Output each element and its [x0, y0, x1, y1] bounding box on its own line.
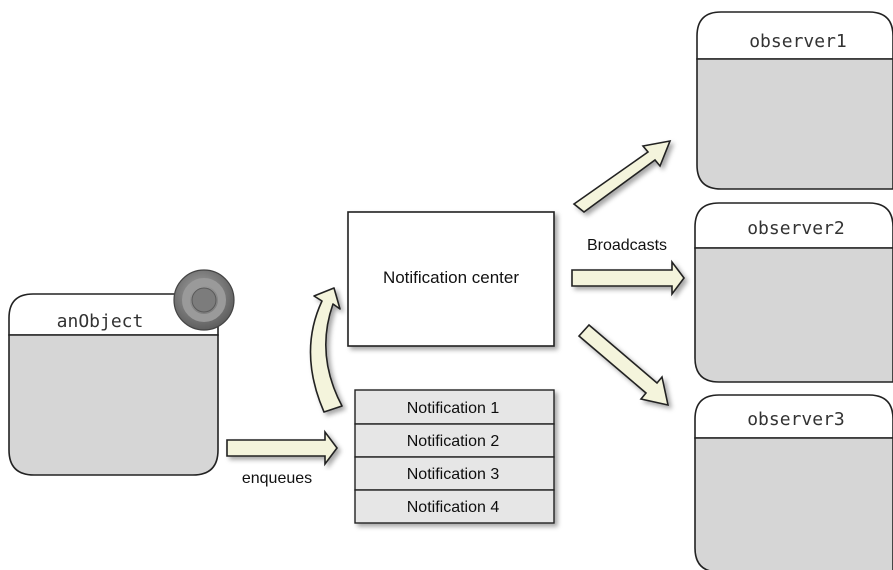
notification-queue: Notification 1 Notification 2 Notificati…: [354, 389, 555, 524]
queue-item-label: Notification 4: [407, 499, 500, 516]
broadcasts-label: Broadcasts: [587, 237, 667, 254]
notification-center-label: Notification center: [383, 268, 519, 287]
queue-item: Notification 1: [354, 389, 555, 425]
object-badge-icon: [173, 269, 235, 331]
anobject-label: anObject: [57, 311, 144, 332]
notification-center-box: Notification center: [347, 211, 555, 347]
observer1-box: observer1: [696, 11, 893, 190]
broadcast-arrow-observer3-icon: [577, 323, 670, 407]
queue-item-label: Notification 3: [407, 466, 500, 483]
observer1-label: observer1: [749, 31, 847, 52]
queue-item-label: Notification 2: [407, 433, 500, 450]
broadcast-arrow-observer1-shape: [572, 139, 672, 214]
observer2-label: observer2: [747, 218, 845, 239]
queue-item-label: Notification 1: [407, 400, 500, 417]
enqueues-label: enqueues: [242, 470, 312, 487]
queue-item: Notification 3: [354, 456, 555, 491]
observer3-box: observer3: [694, 394, 893, 570]
observer3-label: observer3: [747, 409, 845, 430]
broadcast-arrow-observer2-icon: [571, 259, 685, 297]
queue-item: Notification 4: [354, 489, 555, 524]
anobject-box: anObject: [8, 269, 235, 476]
queue-item: Notification 2: [354, 423, 555, 458]
enqueue-arrow-icon: [226, 429, 338, 467]
observer2-box: observer2: [694, 202, 893, 383]
dequeue-curved-arrow-icon: [309, 287, 343, 413]
